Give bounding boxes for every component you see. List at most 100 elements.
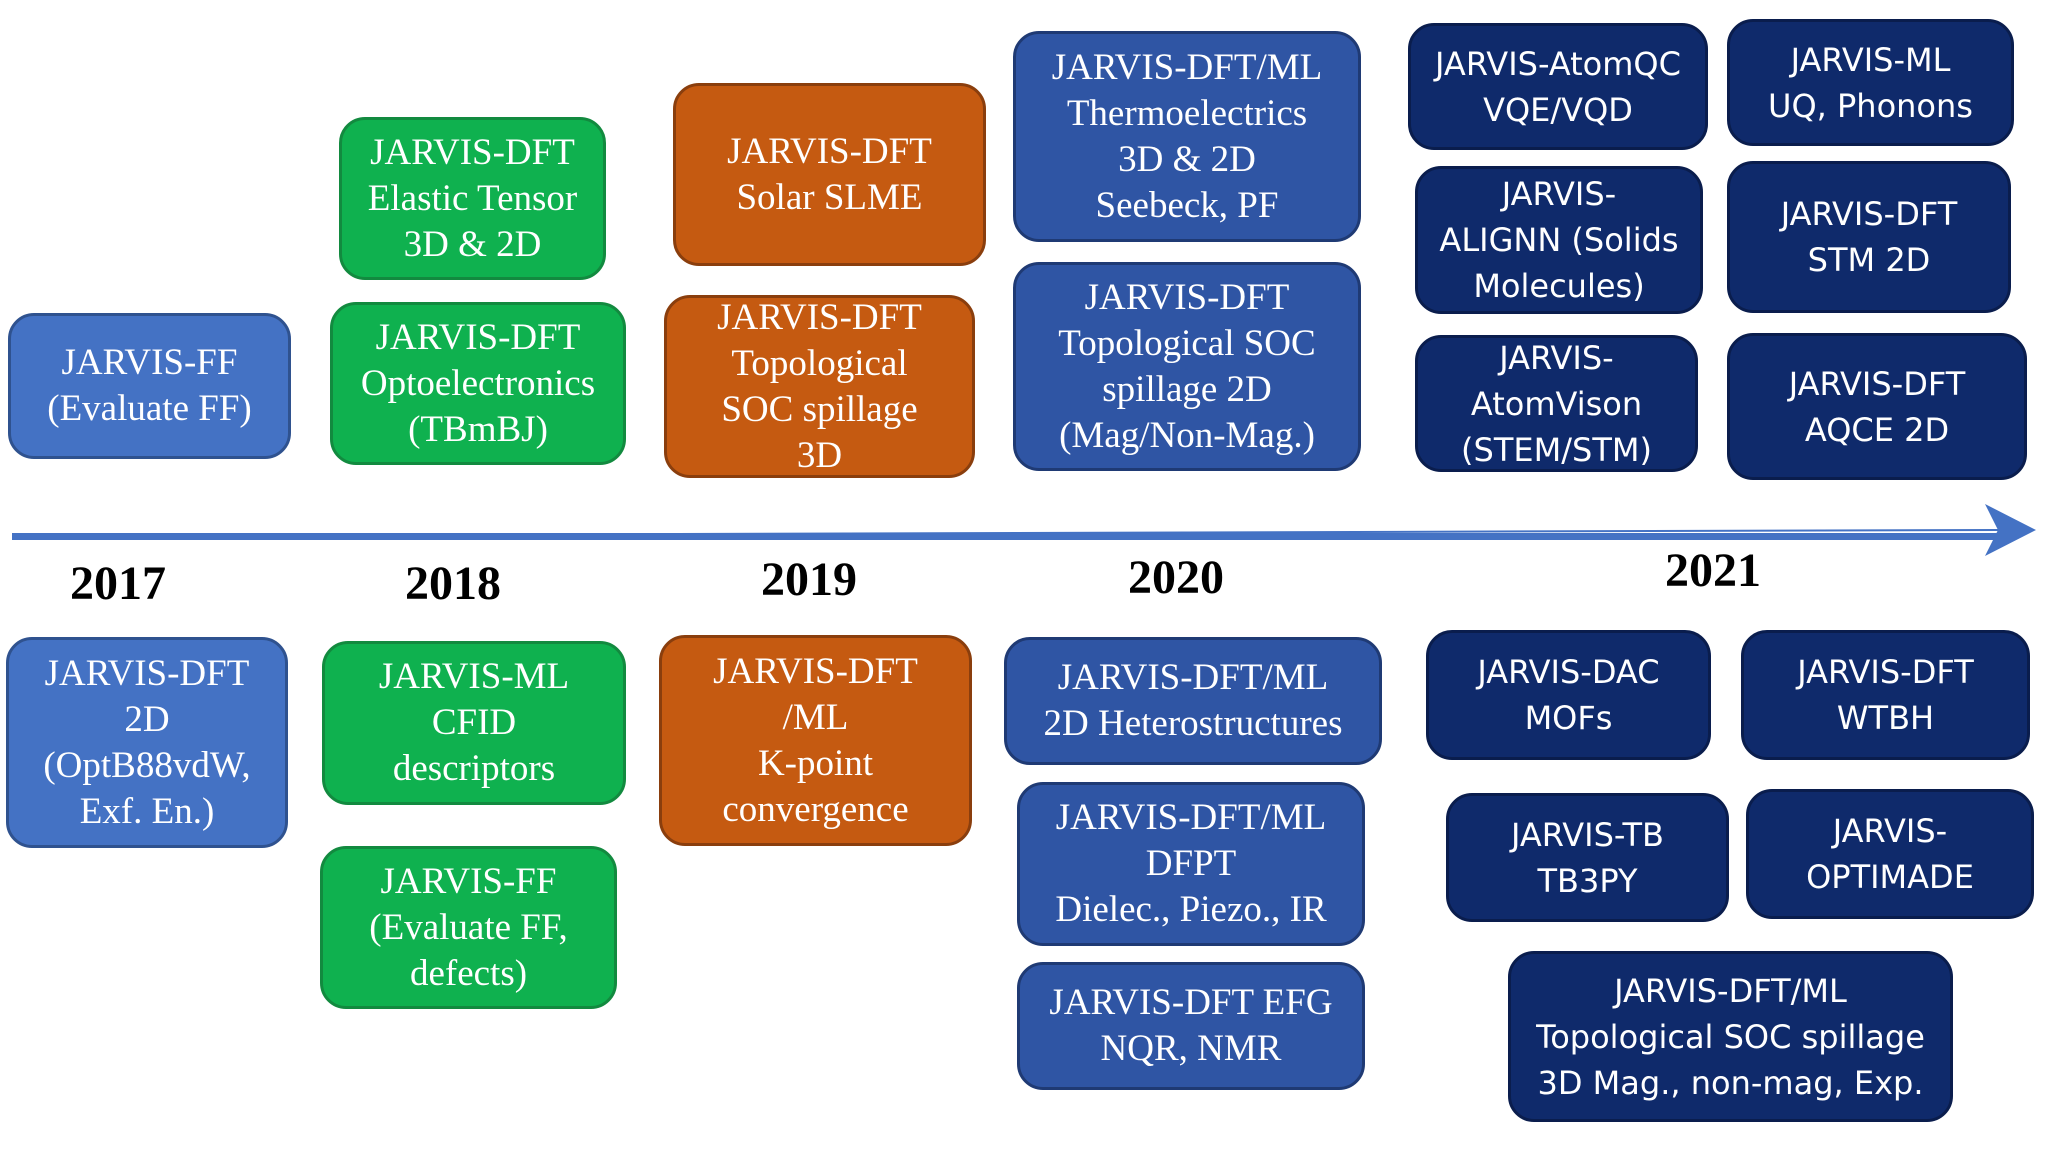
box-text-line: Topological SOC spillage bbox=[1536, 1017, 1925, 1056]
box-text-line: (Mag/Non-Mag.) bbox=[1059, 414, 1315, 456]
box-text-line: (Evaluate FF, bbox=[369, 906, 568, 948]
timeline-arrow-head bbox=[1985, 504, 2036, 556]
box-text-line: JARVIS-DFT bbox=[713, 650, 918, 692]
box-text-line: JARVIS-DAC bbox=[1477, 653, 1660, 691]
box-text-line: JARVIS-DFT/ML bbox=[1057, 657, 1329, 698]
box-text-line: /ML bbox=[782, 696, 849, 738]
year-label-2019: 2019 bbox=[761, 553, 857, 606]
box-jarvis-dft-efg: JARVIS-DFT EFG NQR, NMR bbox=[1017, 962, 1365, 1090]
box-text-line: JARVIS-DFT EFG bbox=[1049, 982, 1333, 1023]
box-text-line: ALIGNN (Solids bbox=[1439, 221, 1679, 259]
box-text-line: 3D bbox=[796, 434, 843, 476]
box-jarvis-atomvison: JARVIS- AtomVison (STEM/STM) bbox=[1415, 335, 1698, 472]
box-text-line: JARVIS-DFT bbox=[1084, 276, 1290, 318]
box-jarvis-optimade: JARVIS- OPTIMADE bbox=[1746, 789, 2034, 919]
box-text-line: 3D Mag., non-mag, Exp. bbox=[1537, 1063, 1924, 1102]
box-text-line: VQE/VQD bbox=[1483, 90, 1633, 129]
box-jarvis-ff-defects: JARVIS-FF(Evaluate FF,defects) bbox=[320, 846, 617, 1009]
box-text-line: JARVIS-ML bbox=[1790, 40, 1951, 79]
box-text-line: CFID bbox=[431, 702, 517, 743]
box-text-line: JARVIS- bbox=[1501, 175, 1617, 213]
box-text-line: WTBH bbox=[1836, 699, 1935, 737]
box-text-line: 3D & 2D bbox=[403, 223, 542, 265]
box-text-line: Topological bbox=[731, 342, 908, 384]
box-text-line: JARVIS-DFT bbox=[1797, 653, 1974, 691]
year-label-2018: 2018 bbox=[405, 557, 501, 610]
box-text-line: STM 2D bbox=[1807, 241, 1931, 279]
box-text-line: JARVIS-DFT bbox=[370, 131, 575, 173]
box-text-line: TB3PY bbox=[1537, 861, 1638, 900]
year-label-2017: 2017 bbox=[70, 557, 166, 610]
box-text-line: JARVIS-ML bbox=[378, 656, 570, 697]
box-text-line: Molecules) bbox=[1473, 267, 1645, 305]
box-text-line: Solar SLME bbox=[736, 176, 923, 218]
box-jarvis-dftml-dfpt: JARVIS-DFT/ML DFPT Dielec., Piezo., IR bbox=[1017, 782, 1365, 946]
timeline-arrow-line bbox=[12, 533, 2002, 540]
box-text-line: Dielec., Piezo., IR bbox=[1055, 889, 1327, 930]
box-text-line: Optoelectronics bbox=[360, 362, 596, 404]
box-text-line: JARVIS-DFT bbox=[1788, 364, 1966, 403]
box-text-line: AQCE 2D bbox=[1804, 410, 1950, 449]
box-jarvis-tb3py: JARVIS-TB TB3PY bbox=[1446, 793, 1729, 922]
box-text-line: Seebeck, PF bbox=[1095, 184, 1279, 226]
box-text-line: SOC spillage bbox=[721, 388, 918, 430]
year-label-2021: 2021 bbox=[1665, 544, 1761, 597]
box-text-line: JARVIS-DFT bbox=[1780, 195, 1958, 233]
box-text-line: 2D bbox=[124, 698, 170, 740]
box-text-line: Topological SOC bbox=[1058, 322, 1316, 364]
box-text-line: Elastic Tensor bbox=[367, 177, 578, 219]
box-text-line: UQ, Phonons bbox=[1768, 86, 1973, 125]
box-text-line: convergence bbox=[722, 788, 909, 830]
box-text-line: OPTIMADE bbox=[1806, 858, 1974, 896]
box-text-line: defects) bbox=[409, 952, 528, 994]
box-text-line: descriptors bbox=[392, 748, 556, 789]
box-text-line: 2D Heterostructures bbox=[1043, 703, 1343, 744]
box-text-line: DFPT bbox=[1145, 843, 1237, 884]
box-text-line: JARVIS-FF bbox=[61, 342, 238, 383]
box-text-line: JARVIS-TB bbox=[1511, 815, 1664, 854]
box-jarvis-atomqc: JARVIS-AtomQC VQE/VQD bbox=[1408, 23, 1708, 150]
box-text-line: JARVIS- bbox=[1499, 338, 1614, 377]
box-text-line: NQR, NMR bbox=[1100, 1028, 1282, 1069]
box-text-line: 3D & 2D bbox=[1118, 138, 1256, 180]
box-text-line: JARVIS- bbox=[1832, 812, 1948, 850]
box-text-line: JARVIS-DFT bbox=[727, 130, 932, 172]
box-text-line: JARVIS-FF bbox=[380, 860, 557, 902]
box-text-line: (Evaluate FF) bbox=[47, 388, 252, 429]
box-text-line: JARVIS-DFT/ML bbox=[1051, 46, 1323, 88]
year-label-2020: 2020 bbox=[1128, 551, 1224, 604]
box-text-line: K-point bbox=[757, 742, 874, 784]
box-jarvis-dftml-heterostructures: JARVIS-DFT/ML 2D Heterostructures bbox=[1004, 637, 1382, 765]
box-text-line: (OptB88vdW, bbox=[43, 744, 251, 786]
box-text-line: (STEM/STM) bbox=[1461, 430, 1652, 469]
box-text-line: (TBmBJ) bbox=[408, 408, 548, 450]
box-text-line: JARVIS-DFT/ML bbox=[1614, 971, 1847, 1010]
box-jarvis-dft-stm-2d: JARVIS-DFT STM 2D bbox=[1727, 161, 2011, 313]
box-jarvis-ff-evaluate: JARVIS-FF (Evaluate FF) bbox=[8, 313, 291, 459]
box-text-line: JARVIS-DFT bbox=[717, 296, 922, 338]
box-text-line: Thermoelectrics bbox=[1066, 92, 1308, 134]
box-jarvis-ml-cfid: JARVIS-ML CFID descriptors bbox=[322, 641, 626, 805]
box-jarvis-dft-aqce-2d: JARVIS-DFT AQCE 2D bbox=[1727, 333, 2027, 480]
box-text-line: spillage 2D bbox=[1102, 368, 1272, 410]
box-jarvis-ml-uq-phonons: JARVIS-ML UQ, Phonons bbox=[1727, 19, 2014, 146]
box-text-line: JARVIS-AtomQC bbox=[1435, 44, 1681, 83]
box-text-line: JARVIS-DFT/ML bbox=[1055, 797, 1327, 838]
box-text-line: JARVIS-DFT bbox=[44, 652, 250, 694]
box-jarvis-dftml-topological-exp: JARVIS-DFT/ML Topological SOC spillage 3D … bbox=[1508, 951, 1953, 1122]
box-text-line: Exf. En.) bbox=[79, 790, 215, 832]
box-jarvis-dft-wtbh: JARVIS-DFT WTBH bbox=[1741, 630, 2030, 760]
box-text-line: AtomVison bbox=[1470, 384, 1643, 423]
